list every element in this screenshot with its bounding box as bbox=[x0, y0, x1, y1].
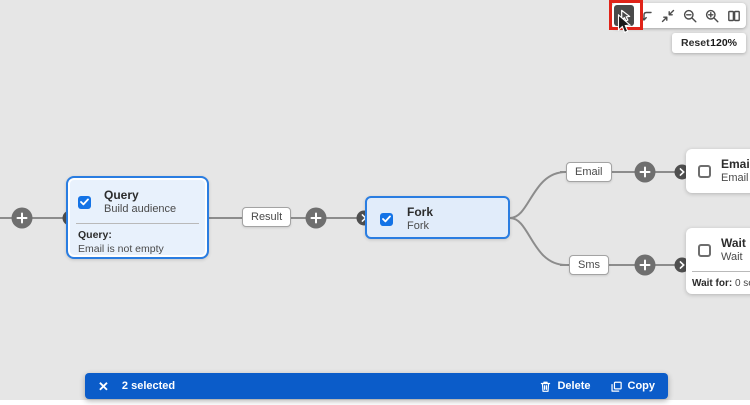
add-activity-button[interactable] bbox=[634, 161, 656, 183]
close-icon[interactable]: ✕ bbox=[98, 378, 109, 394]
edge-label-result[interactable]: Result bbox=[242, 207, 292, 227]
selection-action-bar: ✕ 2 selected Delete Copy bbox=[85, 373, 668, 399]
node-meta-value: Email is not empty bbox=[78, 242, 164, 255]
node-divider bbox=[76, 222, 199, 224]
email-node-checkbox[interactable] bbox=[698, 164, 711, 178]
checkmark-icon bbox=[382, 215, 391, 223]
node-meta-value: 0 seconds bbox=[734, 277, 750, 289]
wait-node-checkbox[interactable] bbox=[698, 243, 711, 257]
delete-button-label: Delete bbox=[557, 380, 591, 392]
checkmark-icon bbox=[80, 198, 89, 206]
zoom-out-icon bbox=[683, 9, 697, 22]
mouse-cursor bbox=[617, 14, 632, 34]
node-subtitle: Wait bbox=[721, 251, 743, 263]
node-title: Wait bbox=[721, 236, 746, 250]
email-node[interactable]: Email Email bbox=[686, 149, 750, 193]
collapse-diagonal-icon bbox=[661, 9, 675, 22]
reorder-tool-button[interactable] bbox=[636, 5, 656, 26]
node-title: Email bbox=[721, 157, 750, 171]
node-subtitle: Build audience bbox=[104, 203, 177, 215]
zoom-out-button[interactable] bbox=[680, 5, 700, 26]
plus-icon bbox=[16, 212, 28, 224]
node-subtitle: Email bbox=[721, 172, 749, 184]
plus-icon bbox=[639, 259, 651, 271]
overview-map-button[interactable] bbox=[724, 5, 744, 26]
chevron-right-icon bbox=[679, 168, 685, 176]
node-meta-label: Wait for: bbox=[692, 277, 733, 289]
fork-node-checkbox[interactable] bbox=[380, 212, 393, 226]
node-title: Fork bbox=[407, 205, 434, 219]
trash-icon bbox=[541, 381, 551, 392]
bend-arrow-icon bbox=[641, 11, 652, 21]
node-meta-label: Query: bbox=[78, 228, 112, 241]
zoom-in-icon bbox=[705, 9, 719, 22]
edge-fork-sms bbox=[509, 217, 567, 266]
edge-label-email[interactable]: Email bbox=[566, 162, 612, 182]
add-activity-button[interactable] bbox=[634, 254, 656, 276]
add-activity-button[interactable] bbox=[305, 207, 327, 229]
edge-label-text: Email bbox=[575, 166, 603, 178]
edge-label-text: Result bbox=[251, 211, 283, 223]
query-node[interactable]: Query Build audience Query: Email is not… bbox=[66, 176, 209, 259]
node-divider bbox=[692, 270, 750, 272]
wait-node[interactable]: Wait Wait Wait for: 0 seconds bbox=[686, 228, 750, 294]
zoom-control-panel: Reset 120% bbox=[672, 33, 746, 53]
zoom-in-button[interactable] bbox=[702, 5, 722, 26]
node-inport[interactable] bbox=[674, 257, 690, 273]
book-icon bbox=[728, 10, 740, 21]
edge-fork-email bbox=[509, 171, 567, 219]
node-title: Query bbox=[104, 188, 139, 202]
node-subtitle: Fork bbox=[407, 220, 429, 232]
plus-icon bbox=[310, 212, 322, 224]
query-node-checkbox[interactable] bbox=[78, 195, 91, 209]
fork-node[interactable]: Fork Fork bbox=[365, 196, 510, 239]
selection-count: 2 selected bbox=[121, 380, 176, 392]
fit-view-button[interactable] bbox=[658, 5, 678, 26]
copy-icon bbox=[610, 381, 622, 392]
copy-button[interactable]: Copy bbox=[610, 380, 656, 393]
plus-icon bbox=[639, 166, 651, 178]
add-activity-button[interactable] bbox=[11, 207, 33, 229]
copy-button-label: Copy bbox=[627, 380, 656, 392]
zoom-level-value[interactable]: 120% bbox=[710, 37, 737, 49]
reset-zoom-button[interactable]: Reset bbox=[681, 37, 710, 49]
edge-label-sms[interactable]: Sms bbox=[569, 255, 609, 275]
node-inport[interactable] bbox=[674, 164, 690, 180]
delete-button[interactable]: Delete bbox=[539, 380, 591, 393]
edge-label-text: Sms bbox=[578, 259, 600, 271]
chevron-right-icon bbox=[679, 261, 685, 269]
